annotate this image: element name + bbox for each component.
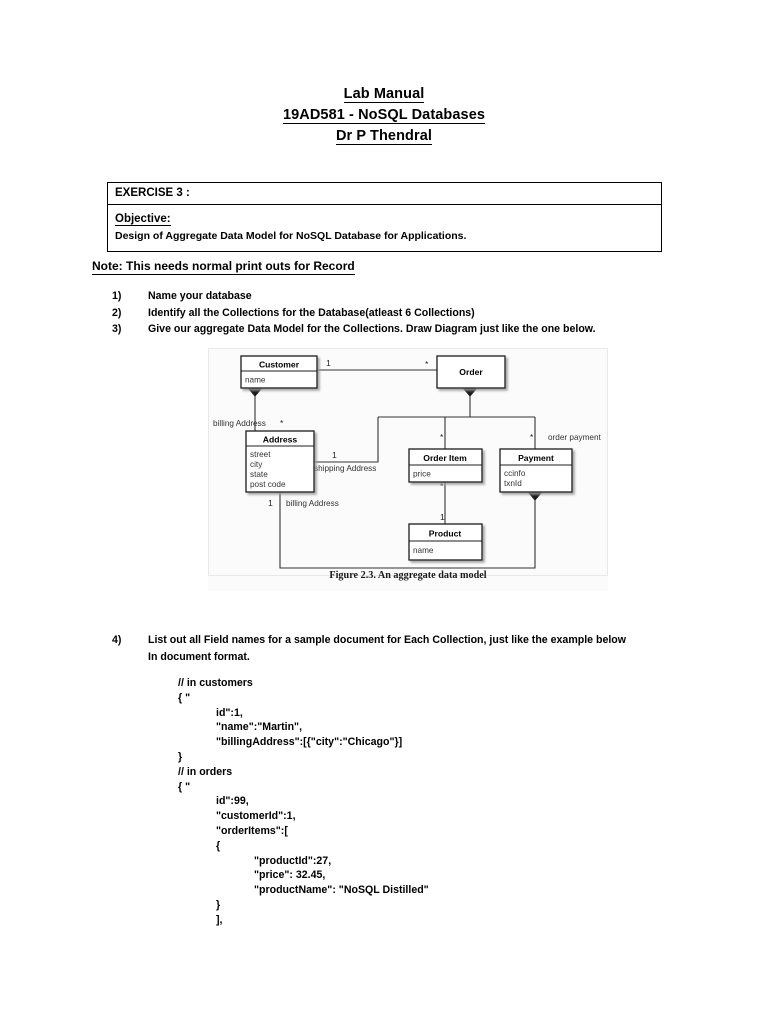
- uml-attr-orderitem-price: price: [413, 470, 431, 479]
- code-line: }: [178, 750, 183, 763]
- mult-product-1: 1: [440, 512, 445, 522]
- figure-caption: Figure 2.3. An aggregate data model: [329, 570, 487, 581]
- code-line: // in orders: [178, 765, 233, 778]
- uml-edge-labels: billing Address shipping Address billing…: [213, 419, 602, 508]
- list-item-number: 4): [112, 634, 122, 646]
- uml-class-customer: [240, 355, 318, 389]
- uml-attr-address-city: city: [250, 460, 263, 469]
- uml-class-name-customer: Customer: [259, 360, 300, 370]
- task-list: 1) Name your database 2) Identify all th…: [112, 288, 712, 338]
- uml-class-name-order: Order: [459, 367, 483, 377]
- edge-label-order-payment: order payment: [548, 433, 602, 442]
- uml-diagram-svg: 1 * * 1 * * * 1 1 billing Address shippi…: [208, 348, 608, 576]
- uml-attr-payment-txnid: txnId: [504, 479, 522, 488]
- list-item-text-line1: List out all Field names for a sample do…: [148, 634, 627, 646]
- code-line: "name":"Martin",: [216, 721, 303, 734]
- uml-diagram-figure: 1 * * 1 * * * 1 1 billing Address shippi…: [208, 348, 608, 591]
- exercise-box: EXERCISE 3 : Objective: Design of Aggreg…: [107, 182, 662, 252]
- code-line: "customerId":1,: [216, 810, 296, 823]
- list-item-text: Identify all the Collections for the Dat…: [148, 306, 475, 319]
- mult-orderitem-star: *: [440, 432, 444, 442]
- exercise-title: EXERCISE 3 :: [108, 183, 661, 205]
- list-item-number: 1): [112, 290, 122, 302]
- list-item-text: Name your database: [148, 290, 252, 302]
- uml-class-payment: [499, 448, 573, 493]
- mult-billing-1: 1: [268, 498, 273, 508]
- edge-label-shipping-address: shipping Address: [314, 464, 376, 473]
- code-line: id":1,: [216, 706, 243, 719]
- code-line: "productId":27,: [254, 854, 332, 867]
- uml-attr-address-state: state: [250, 470, 268, 479]
- code-line: { ": [178, 780, 191, 793]
- mult-product-star: *: [440, 481, 444, 491]
- uml-multiplicities: 1 * * 1 * * * 1 1: [268, 358, 534, 522]
- uml-attr-payment-ccinfo: ccinfo: [504, 469, 526, 478]
- exercise-body: Objective: Design of Aggregate Data Mode…: [108, 205, 661, 251]
- edge-billing-address-payment: [279, 492, 536, 569]
- objective-label: Objective:: [115, 213, 171, 226]
- list-item: 2) Identify all the Collections for the …: [112, 305, 712, 322]
- uml-class-name-payment: Payment: [518, 453, 554, 463]
- uml-connectors: [254, 369, 536, 569]
- mult-address-star: *: [280, 418, 284, 428]
- uml-class-order-item: [408, 448, 483, 483]
- list-item-text-line2: In document format.: [148, 650, 250, 663]
- uml-class-name-order-item: Order Item: [423, 453, 467, 463]
- header-line-course: 19AD581 - NoSQL Databases: [282, 107, 486, 124]
- code-line: "price": 32.45,: [254, 869, 326, 882]
- list-item: 4) List out all Field names for a sample…: [112, 632, 672, 665]
- code-line: "orderItems":[: [216, 824, 288, 837]
- mult-customer-order-1: 1: [326, 358, 331, 368]
- list-item-number: 2): [112, 306, 122, 319]
- code-sample-block: // in customers { " id":1, "name":"Marti…: [178, 676, 658, 928]
- code-line: id":99,: [216, 795, 249, 808]
- figure-frame: [208, 348, 608, 576]
- uml-class-name-product: Product: [429, 529, 462, 539]
- code-line: {: [216, 839, 221, 852]
- edge-label-billing-address-top: billing Address: [213, 419, 266, 428]
- header-line-title: Lab Manual: [343, 86, 425, 103]
- header-line-author: Dr P Thendral: [335, 128, 433, 145]
- uml-class-product: [408, 523, 483, 561]
- mult-shipping-1: 1: [332, 450, 337, 460]
- list-item-number: 3): [112, 323, 122, 335]
- mult-payment-star: *: [530, 432, 534, 442]
- note-line: Note: This needs normal print outs for R…: [92, 259, 355, 275]
- code-line: "billingAddress":[{"city":"Chicago"}]: [216, 736, 403, 749]
- code-line: }: [216, 898, 221, 911]
- uml-class-order: [436, 355, 506, 389]
- uml-attr-address-postcode: post code: [250, 480, 286, 489]
- uml-class-address: [245, 430, 315, 493]
- code-line: { ": [178, 691, 191, 704]
- uml-attr-address-street: street: [250, 450, 271, 459]
- document-header: Lab Manual 19AD581 - NoSQL Databases Dr …: [0, 84, 768, 147]
- uml-attr-customer-name: name: [245, 376, 266, 385]
- code-line: // in customers: [178, 677, 253, 689]
- mult-customer-order-star: *: [425, 359, 429, 369]
- code-line: ],: [216, 913, 223, 926]
- task-4: 4) List out all Field names for a sample…: [112, 632, 672, 665]
- edge-label-billing-address-bottom: billing Address: [286, 499, 339, 508]
- uml-class-name-address: Address: [263, 435, 298, 445]
- code-line: "productName": "NoSQL Distilled": [254, 884, 429, 897]
- objective-text: Design of Aggregate Data Model for NoSQL…: [115, 230, 467, 242]
- uml-attr-product-name: name: [413, 546, 434, 555]
- list-item: 3) Give our aggregate Data Model for the…: [112, 321, 712, 338]
- edge-shipping-address: [314, 417, 379, 463]
- list-item-text: Give our aggregate Data Model for the Co…: [148, 323, 596, 335]
- list-item: 1) Name your database: [112, 288, 712, 305]
